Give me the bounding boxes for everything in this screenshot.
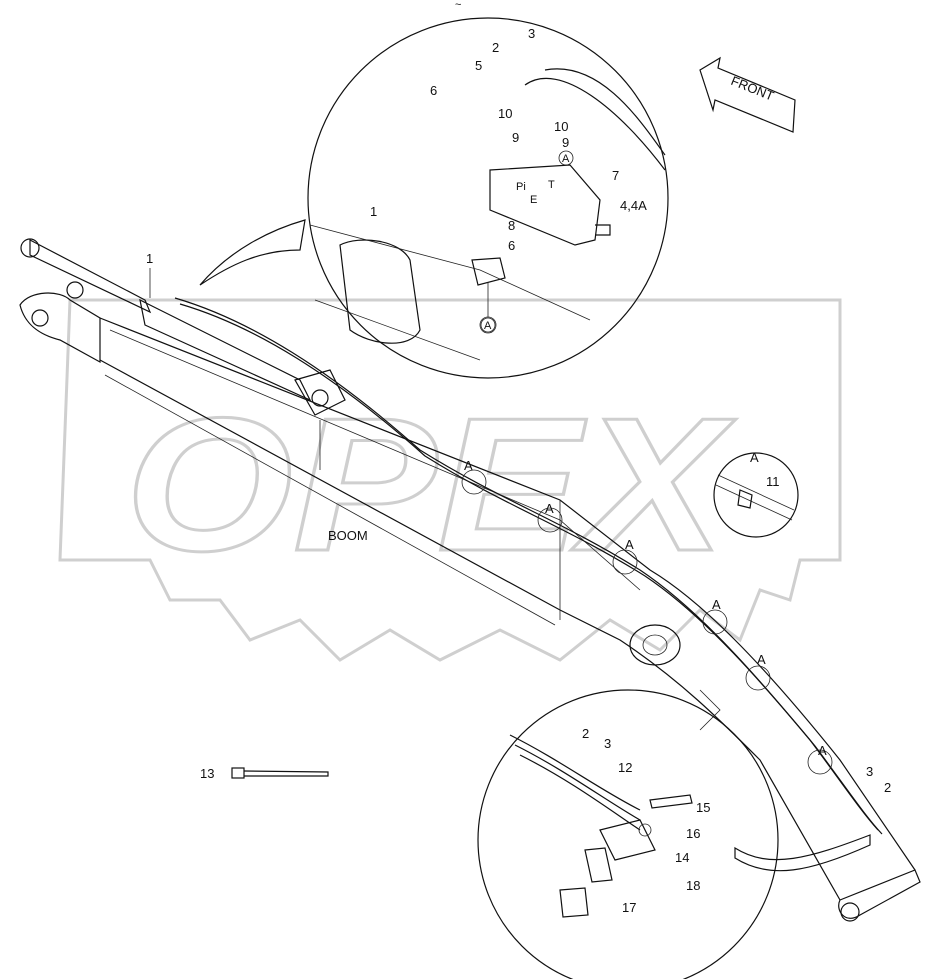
callout-12: 12 [618, 760, 632, 775]
callout-8: 8 [508, 218, 515, 233]
clamp-markers: A A A A A A [461, 458, 833, 775]
callout-16: 16 [686, 826, 700, 841]
clamp-marker-label: A [545, 501, 554, 516]
callout-A-circled-top: A [562, 153, 570, 165]
callout-4-4A: 4,4A [620, 198, 647, 213]
clamp-marker-label: A [757, 652, 766, 667]
callout-9-left: 9 [512, 130, 519, 145]
callout-6-top: 6 [430, 83, 437, 98]
port-label-e: E [530, 194, 537, 206]
callout-2-lower: 2 [582, 726, 589, 741]
callout-3-top: 3 [528, 26, 535, 41]
watermark-logo: OPEX [58, 298, 842, 662]
callout-18: 18 [686, 878, 700, 893]
hose-routing [174, 297, 883, 835]
clamp-marker-label: A [712, 597, 721, 612]
callout-3-lower: 3 [604, 736, 611, 751]
callout-14: 14 [675, 850, 689, 865]
cylinder-eye [20, 238, 40, 258]
callout-A-circled-bottom: A [484, 320, 492, 332]
clamp-marker-label: A [625, 537, 634, 552]
boom-nose-pin [840, 902, 860, 922]
boom-pivot-disc [629, 624, 681, 666]
front-label: FRONT [729, 73, 776, 104]
boom-label: BOOM [328, 528, 368, 543]
callout-9-right: 9 [562, 135, 569, 150]
callout-11: 11 [766, 474, 780, 489]
callout-15: 15 [696, 800, 710, 815]
clamp-circle [537, 507, 563, 533]
callout-3-boom: 3 [866, 764, 873, 779]
callout-10-left: 10 [498, 106, 512, 121]
callout-10-right: 10 [554, 119, 568, 134]
callout-1-detail: 1 [370, 204, 377, 219]
clamp-circle [612, 549, 638, 575]
clamp-circle [702, 609, 728, 635]
detail-circle-clamp [713, 452, 799, 538]
callout-5: 5 [475, 58, 482, 73]
top-mark: ~ [455, 0, 461, 11]
cable-tie [231, 767, 329, 779]
clamp-circle [745, 665, 771, 691]
clamp-circle [461, 469, 487, 495]
port-label-pi: Pi [516, 181, 526, 193]
boom-structure [19, 238, 921, 922]
callout-7: 7 [612, 168, 619, 183]
callout-6-bottom: 6 [508, 238, 515, 253]
clamp-marker-label: A [464, 458, 473, 473]
callout-13: 13 [200, 766, 214, 781]
watermark-text: OPEX [125, 379, 737, 591]
callout-17: 17 [622, 900, 636, 915]
detail-A-title: A [750, 450, 759, 465]
front-arrow: FRONT [699, 56, 796, 133]
detail-circle-fitting [477, 689, 871, 979]
boom-foot-pin [31, 309, 49, 327]
clamp-marker-label: A [818, 743, 827, 758]
detail-circle-valve [199, 17, 669, 379]
callout-2-top: 2 [492, 40, 499, 55]
callout-2-boom: 2 [884, 780, 891, 795]
callout-1-main: 1 [146, 251, 153, 266]
clamp-circle [807, 749, 833, 775]
port-label-t: T [548, 179, 555, 191]
